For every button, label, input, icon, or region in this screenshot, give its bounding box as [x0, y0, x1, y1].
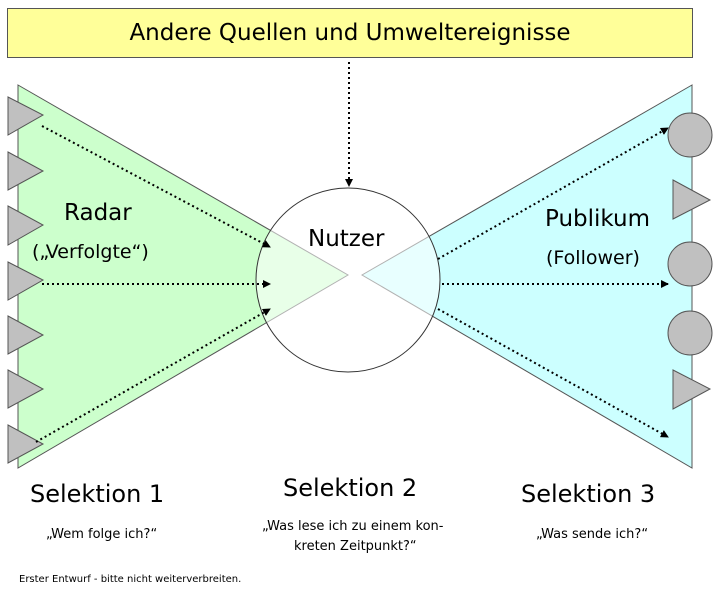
radar-title: Radar	[64, 200, 132, 226]
triangle-icon	[7, 369, 45, 409]
triangle-icon	[7, 261, 45, 301]
nutzer-circle	[255, 187, 441, 373]
radar-subtitle: („Verfolgte“)	[32, 241, 149, 263]
selection-1-label: Selektion 1	[30, 480, 165, 508]
source-triangles	[7, 96, 45, 464]
circle-icon	[667, 112, 713, 158]
publikum-title: Publikum	[545, 206, 651, 232]
triangle-icon	[7, 315, 45, 355]
circle-icon	[667, 310, 713, 356]
selection-3-question: „Was sende ich?“	[536, 527, 649, 542]
arrow-right-1	[437, 127, 669, 260]
triangle-icon	[7, 151, 45, 191]
selection-2-label: Selektion 2	[283, 474, 418, 502]
footnote: Erster Entwurf - bitte nicht weiterverbr…	[19, 574, 242, 585]
selection-2-question-line-2: kreten Zeitpunkt?“	[294, 539, 417, 554]
triangle-icon	[672, 179, 712, 220]
triangle-icon	[7, 424, 45, 464]
triangle-icon	[7, 96, 45, 136]
audience-shapes	[667, 112, 713, 410]
nutzer-title: Nutzer	[308, 226, 385, 252]
circle-icon	[667, 241, 713, 287]
flow-arrows	[35, 62, 669, 443]
arrow-right-3	[437, 308, 669, 438]
selection-3-label: Selektion 3	[521, 480, 656, 508]
selection-2-question-line-1: „Was lese ich zu einem kon-	[262, 519, 444, 534]
top-banner: Andere Quellen und Umweltereignisse	[7, 8, 693, 58]
arrow-left-1	[41, 125, 271, 248]
triangle-icon	[672, 369, 712, 410]
triangle-icon	[7, 205, 45, 246]
selection-1-question: „Wem folge ich?“	[46, 527, 158, 542]
publikum-subtitle: (Follower)	[546, 247, 640, 269]
